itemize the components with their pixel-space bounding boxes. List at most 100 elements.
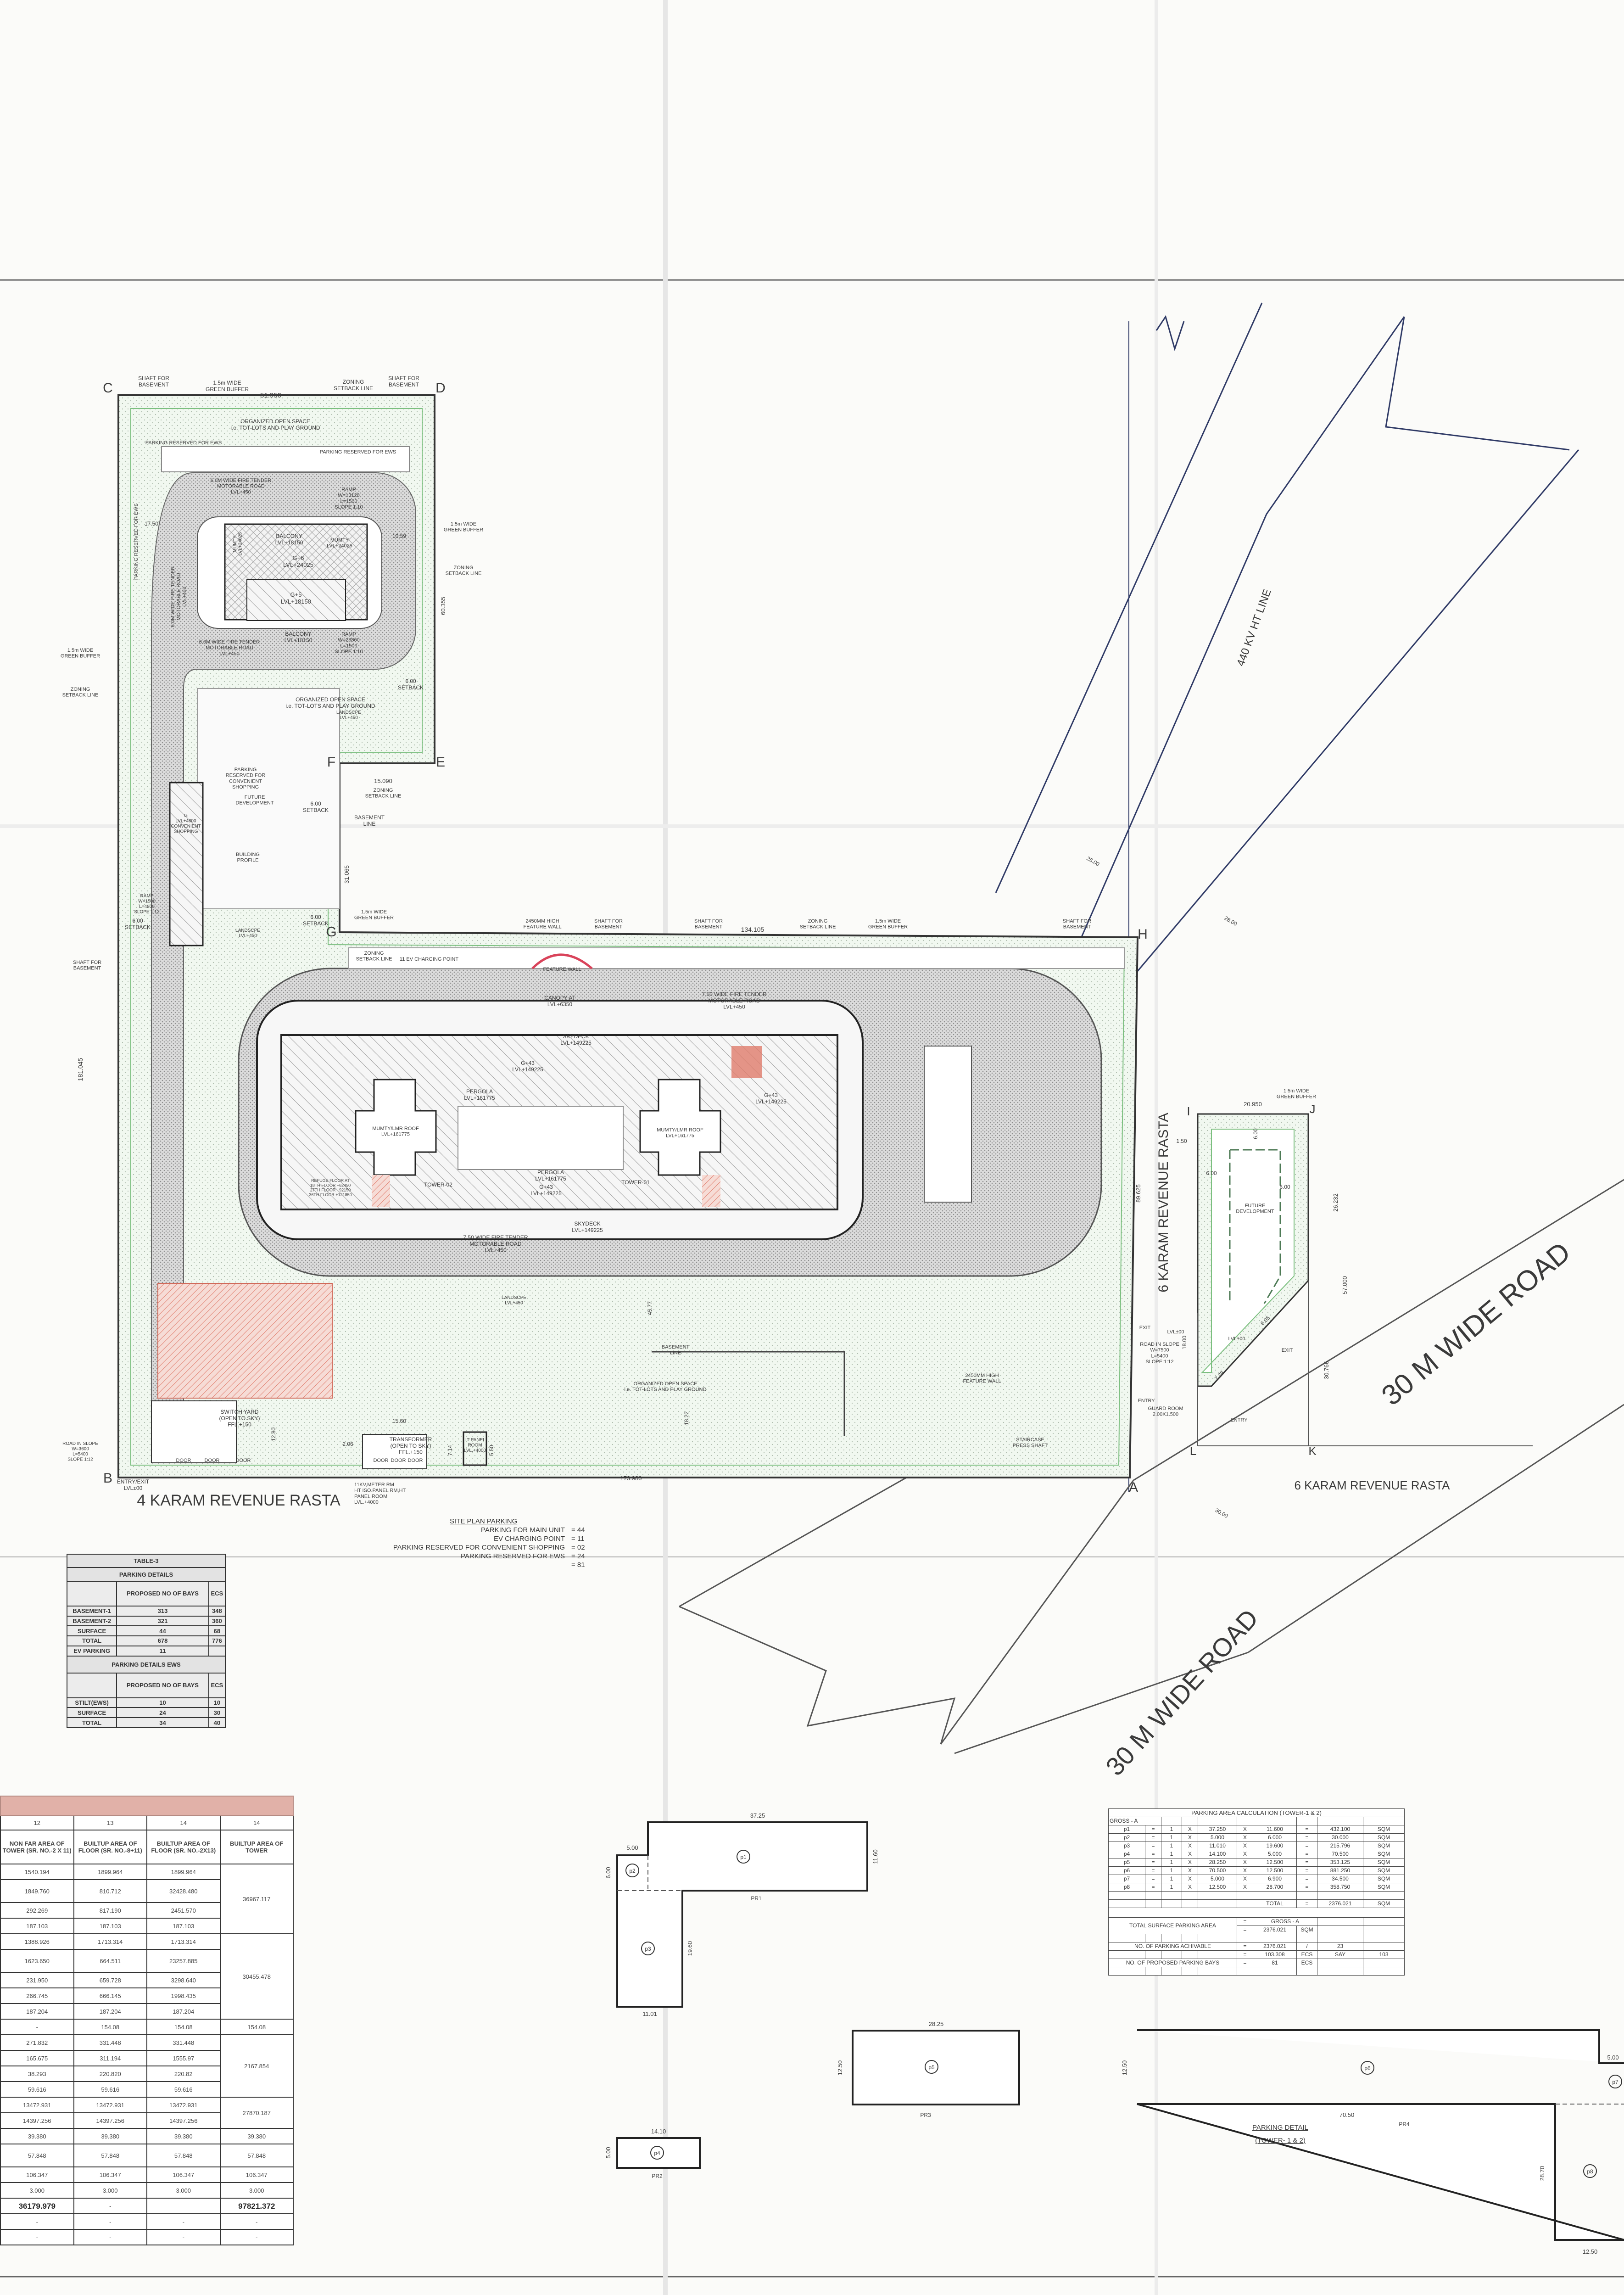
area-value: 666.145 bbox=[73, 1987, 147, 2004]
mumty-roof-tower-02 bbox=[355, 1079, 437, 1176]
calc-cell: 12.500 bbox=[1198, 1883, 1237, 1892]
calc-cell: 358.750 bbox=[1317, 1883, 1363, 1892]
area-value: 39.380 bbox=[73, 2128, 147, 2144]
calc-cell: = bbox=[1145, 1842, 1161, 1850]
calc-cell: 432.100 bbox=[1317, 1825, 1363, 1834]
area-value: 154.08 bbox=[146, 2019, 221, 2035]
area-value: 817.190 bbox=[73, 1902, 147, 1919]
area-value: 154.08 bbox=[73, 2019, 147, 2035]
road-label-ht-line: 440 KV HT LINE bbox=[1234, 588, 1274, 668]
area-value: 13472.931 bbox=[73, 2097, 147, 2113]
label-ev-points: 11 EV CHARGING POINT bbox=[400, 957, 458, 962]
calc-cell: 1 bbox=[1161, 1866, 1182, 1875]
achivable-label: NO. OF PARKING ACHIVABLE bbox=[1108, 1942, 1237, 1951]
label-mumty2: MUMTYLVL+24025 bbox=[233, 532, 243, 555]
area-value: 311.194 bbox=[73, 2050, 147, 2066]
label-F: F bbox=[327, 755, 335, 770]
section-title: PARKING DETAILS EWS bbox=[67, 1655, 226, 1674]
spp-row: EV CHARGING POINT= 11 bbox=[374, 1534, 603, 1543]
tower-builtup-area: 57.848 bbox=[219, 2144, 294, 2167]
label-dim-600c: 6.00 bbox=[1279, 1184, 1290, 1190]
dim-p6-w: 70.50 bbox=[1339, 2111, 1355, 2118]
label-feature-wall: FEATURE WALL bbox=[543, 967, 581, 972]
area-value: 1899.964 bbox=[73, 1864, 147, 1880]
label-door3: DOOR bbox=[236, 1458, 251, 1463]
calc-cell: 1 bbox=[1161, 1833, 1182, 1842]
spp-label: PARKING RESERVED FOR CONVENIENT SHOPPING bbox=[393, 1544, 565, 1551]
area-value: 106.347 bbox=[0, 2166, 74, 2183]
calc-cell: = bbox=[1145, 1866, 1161, 1875]
area-value: - bbox=[73, 2213, 147, 2230]
area-value: 14397.256 bbox=[146, 2112, 221, 2129]
table-title: TABLE-3 bbox=[67, 1553, 226, 1568]
parking-area-calculation-table: PARKING AREA CALCULATION (TOWER-1 & 2) G… bbox=[1108, 1808, 1405, 1976]
calc-cell: = bbox=[1296, 1833, 1317, 1842]
dim-p3-h: 19.60 bbox=[686, 1941, 693, 1956]
bays-value: 44 bbox=[116, 1625, 209, 1637]
spacer bbox=[1108, 1908, 1405, 1918]
future-development-area bbox=[197, 688, 340, 909]
gross-label: GROSS - A bbox=[1108, 1817, 1161, 1825]
parking-ref-pr4: PR4 bbox=[1399, 2121, 1410, 2127]
col-header: BUILTUP AREA OF FLOOR (SR. NO.-2X13) bbox=[146, 1830, 221, 1864]
parking-detail-subtitle: (TOWER- 1 & 2) bbox=[1255, 2137, 1306, 2144]
surface-label: TOTAL SURFACE PARKING AREA bbox=[1108, 1917, 1237, 1934]
area-value: 271.832 bbox=[0, 2034, 74, 2051]
calc-cell: 881.250 bbox=[1317, 1866, 1363, 1875]
spp-row: PARKING RESERVED FOR CONVENIENT SHOPPING… bbox=[374, 1543, 603, 1552]
row-label: SURFACE bbox=[66, 1625, 117, 1637]
label-dim-1280: 12.80 bbox=[270, 1427, 277, 1441]
calc-cell: X bbox=[1182, 1825, 1198, 1834]
calc-cell: = bbox=[1296, 1825, 1317, 1834]
calc-cell: = bbox=[1296, 1842, 1317, 1850]
ecs-value: 776 bbox=[208, 1635, 226, 1646]
label-ews1: PARKING RESERVED FOR EWS bbox=[145, 440, 222, 446]
label-dim-51950: 51.950 bbox=[260, 392, 281, 399]
calc-cell: p4 bbox=[1108, 1850, 1145, 1858]
label-ews3: PARKING RESERVED FOR EWS bbox=[134, 504, 139, 580]
area-value: - bbox=[0, 2229, 74, 2245]
ecs-value: 40 bbox=[208, 1717, 226, 1728]
calc-cell: = bbox=[1296, 1850, 1317, 1858]
bays-value: 10 bbox=[116, 1697, 209, 1708]
spp-value: = 02 bbox=[571, 1544, 585, 1551]
area-value: 292.269 bbox=[0, 1902, 74, 1919]
calc-cell: X bbox=[1237, 1866, 1253, 1875]
calc-cell: = bbox=[1145, 1858, 1161, 1867]
calc-cell: p8 bbox=[1108, 1883, 1145, 1892]
refuge-zone-right bbox=[702, 1175, 720, 1207]
calc-cell: 1 bbox=[1161, 1858, 1182, 1867]
label-dim-1822: 18.22 bbox=[683, 1411, 690, 1425]
transformer-area bbox=[362, 1434, 427, 1469]
achivable-area: 2376.021 bbox=[1253, 1942, 1297, 1951]
table-row: ---- bbox=[0, 2213, 294, 2230]
eq: = bbox=[1237, 1942, 1253, 1951]
calc-cell: = bbox=[1296, 1883, 1317, 1892]
label-dim-57000: 57.000 bbox=[1341, 1276, 1348, 1294]
area-value: 266.745 bbox=[0, 1987, 74, 2004]
area-value: 231.950 bbox=[0, 1972, 74, 1988]
label-entry1: ENTRY bbox=[1138, 1398, 1155, 1404]
label-lvl1: LVL±00 bbox=[1167, 1329, 1184, 1335]
label-dim-600b: 6.00 bbox=[1206, 1170, 1217, 1176]
calc-cell: p7 bbox=[1108, 1875, 1145, 1883]
